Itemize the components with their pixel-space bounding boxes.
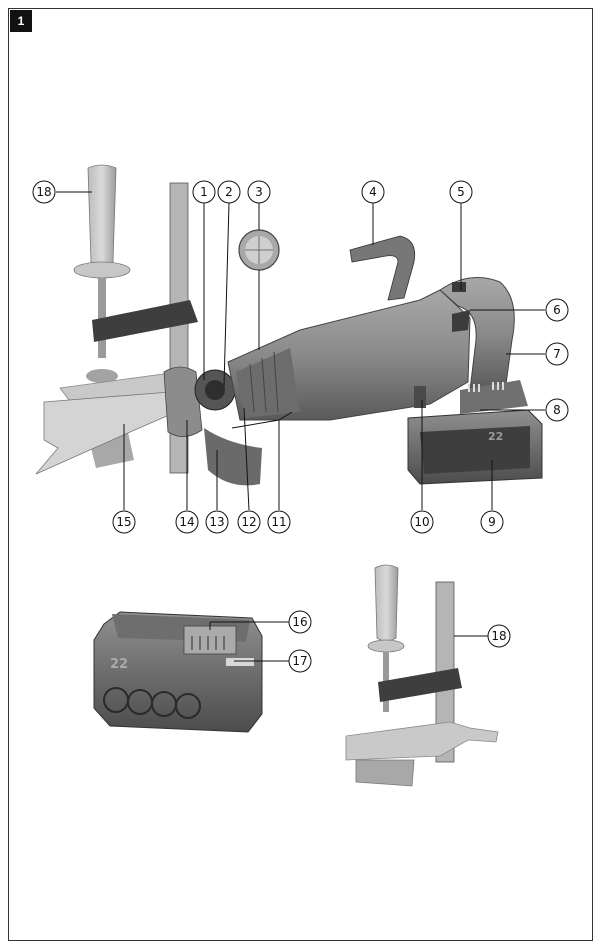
callout-5: 5: [449, 180, 473, 204]
leader-lines: [56, 191, 545, 662]
clamp-lower: [345, 564, 499, 787]
callout-1: 1: [192, 180, 216, 204]
svg-text:2: 2: [225, 185, 233, 199]
callout-3: 3: [247, 180, 271, 204]
lens-detail: [238, 229, 280, 271]
svg-text:8: 8: [553, 403, 561, 417]
svg-text:17: 17: [292, 654, 307, 668]
svg-text:11: 11: [271, 515, 286, 529]
callout-10: 10: [410, 510, 434, 534]
callout-7: 7: [545, 342, 569, 366]
svg-text:22: 22: [488, 430, 503, 443]
svg-text:4: 4: [369, 185, 377, 199]
svg-text:18: 18: [491, 629, 506, 643]
battery-attached: 22: [407, 409, 543, 485]
saw-body: [227, 235, 528, 421]
svg-text:10: 10: [414, 515, 429, 529]
callout-16: 16: [288, 610, 312, 634]
svg-text:3: 3: [255, 185, 263, 199]
svg-text:7: 7: [553, 347, 561, 361]
svg-text:12: 12: [241, 515, 256, 529]
callout-18: 18: [32, 180, 56, 204]
callout-13: 13: [205, 510, 229, 534]
svg-text:15: 15: [116, 515, 131, 529]
callout-6: 6: [545, 298, 569, 322]
svg-text:14: 14: [179, 515, 194, 529]
callout-2: 2: [217, 180, 241, 204]
callout-14: 14: [175, 510, 199, 534]
svg-text:1: 1: [200, 185, 208, 199]
svg-text:13: 13: [209, 515, 224, 529]
callout-4: 4: [361, 180, 385, 204]
figure-frame: [8, 8, 593, 941]
foot-plate: [163, 366, 262, 486]
callout-9: 9: [480, 510, 504, 534]
svg-text:16: 16: [292, 615, 307, 629]
battery-detached: 22: [93, 611, 263, 733]
svg-text:18: 18: [36, 185, 51, 199]
figure-number-tag: 1: [10, 10, 32, 32]
callout-12: 12: [237, 510, 261, 534]
svg-text:6: 6: [553, 303, 561, 317]
callouts: 18 1 2 3 4 5 6 7: [32, 180, 569, 673]
callout-11: 11: [267, 510, 291, 534]
callout-15: 15: [112, 510, 136, 534]
svg-text:5: 5: [457, 185, 465, 199]
svg-text:9: 9: [488, 515, 496, 529]
callout-8: 8: [545, 398, 569, 422]
callout-17: 17: [288, 649, 312, 673]
callout-18-lower: 18: [487, 624, 511, 648]
battery-voltage-label: 22: [110, 657, 128, 672]
